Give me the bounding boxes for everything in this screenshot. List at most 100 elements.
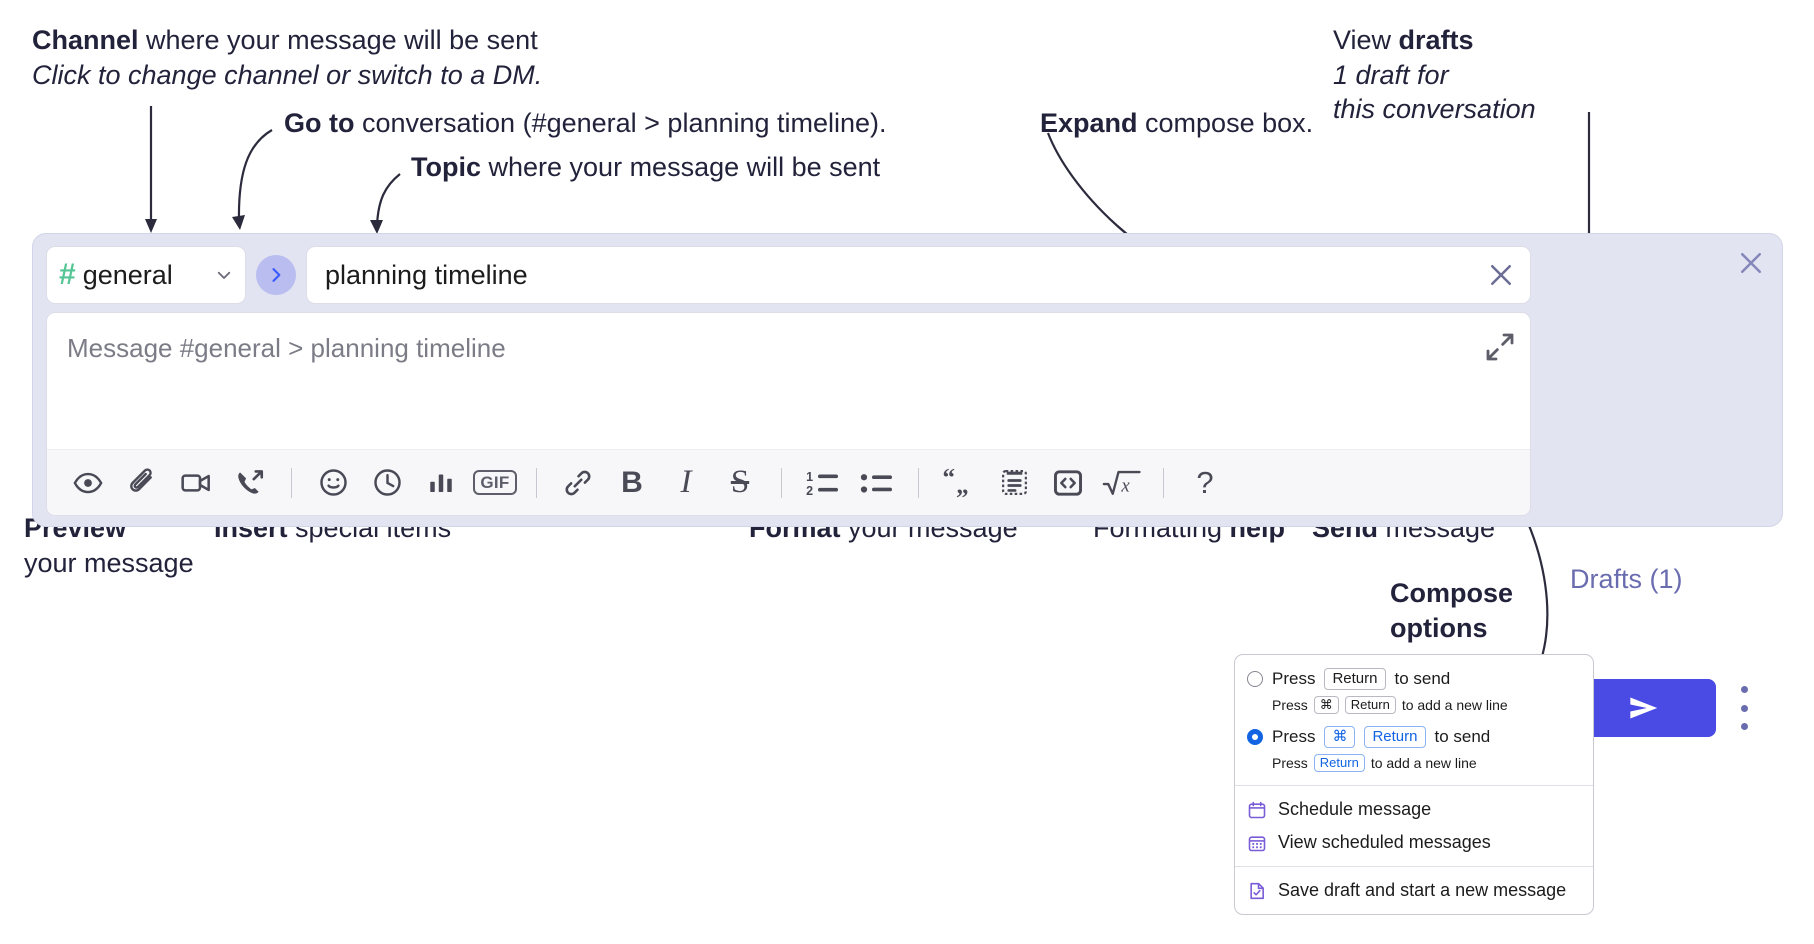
emoji-button[interactable] [306,456,360,510]
gif-button[interactable]: GIF [468,456,522,510]
preview-button[interactable] [61,456,115,510]
annotation-preview-line2: your message [24,547,194,578]
send-shortcut-option-return[interactable]: Press Return to send [1235,666,1593,692]
chevron-right-icon [272,268,281,282]
menu-item-schedule-message[interactable]: Schedule message [1235,793,1593,826]
key-command: ⌘ [1324,725,1356,749]
option-label-pre: Press [1272,669,1316,688]
bold-button[interactable]: B [605,456,659,510]
preview-icon [73,472,103,493]
send-shortcut-option-cmd-return[interactable]: Press ⌘ Return to send [1235,724,1593,750]
message-compose-area[interactable]: Message #general > planning timeline [46,312,1531,516]
clear-topic-button[interactable] [1486,260,1516,290]
key-return: Return [1324,667,1386,691]
help-icon: ? [1196,465,1214,500]
bulleted-list-button[interactable] [850,456,904,510]
annotation-channel-rest: where your message will be sent [138,25,538,55]
code-icon [1053,469,1082,496]
ordered-list-icon: 1 2 [806,470,838,497]
menu-item-label: Save draft and start a new message [1278,880,1567,900]
chevron-down-icon [217,271,231,279]
reminder-button[interactable] [360,456,414,510]
menu-item-view-scheduled-messages[interactable]: View scheduled messages [1235,826,1593,859]
annotation-compose-options-l2: options [1390,612,1488,643]
more-options-icon [1740,723,1748,730]
annotation-goto-rest: conversation (#general > planning timeli… [354,108,887,138]
ordered-list-button[interactable]: 1 2 [796,456,850,510]
toolbar-separator [536,467,537,498]
option-label-post: to send [1434,727,1491,746]
send-button[interactable] [1570,679,1716,737]
radio-button-selected[interactable] [1247,729,1263,745]
math-button[interactable]: x [1095,456,1149,510]
go-to-conversation-button[interactable] [256,255,296,295]
link-button[interactable] [551,456,605,510]
annotation-expand-bold: Expand [1040,108,1138,138]
gif-icon: GIF [473,470,517,495]
channel-selector-button[interactable]: # general [46,246,246,304]
bulleted-list-icon [860,473,892,493]
code-block-button[interactable] [987,456,1041,510]
poll-button[interactable] [414,456,468,510]
formatting-toolbar: GIF B I S [47,449,1530,515]
strikethrough-button[interactable]: S [713,456,767,510]
video-clip-button[interactable] [169,456,223,510]
close-icon [1491,265,1511,285]
channel-name-label: general [82,259,173,290]
expand-compose-button[interactable] [1484,331,1516,363]
drafts-link[interactable]: Drafts (1) [1570,564,1683,594]
key-return: Return [1313,753,1365,773]
attachment-icon [130,467,152,492]
annotation-drafts: View drafts 1 draft for this conversatio… [1333,23,1536,127]
compose-options-menu: Press Return to send Press ⌘ Return to a… [1234,654,1594,915]
formatting-help-button[interactable]: ? [1178,456,1232,510]
close-icon [1741,253,1761,273]
annotation-drafts-sub2: this conversation [1333,94,1536,125]
svg-text:“: “ [943,468,956,492]
toolbar-separator [781,467,782,498]
poll-icon [430,474,452,492]
svg-text:1: 1 [806,470,813,484]
close-compose-button[interactable] [1736,248,1766,278]
emoji-icon [319,469,347,496]
menu-divider [1235,866,1593,867]
send-paper-plane-icon [1630,697,1658,719]
more-options-icon [1740,686,1748,693]
calendar-grid-icon [1247,833,1267,853]
annotation-expand: Expand compose box. [1040,106,1313,141]
math-icon: x [1102,470,1141,496]
menu-item-label: View scheduled messages [1278,832,1491,852]
compose-box: # general planning timeline [32,233,1783,737]
key-command: ⌘ [1313,695,1339,715]
code-button[interactable] [1041,456,1095,510]
hint-post: to add a new line [1401,697,1508,713]
italic-button[interactable]: I [659,456,713,510]
annotation-goto-bold: Go to [284,108,355,138]
annotation-drafts-bold: drafts [1398,25,1474,55]
calendar-clock-icon [1247,800,1267,820]
annotation-topic-bold: Topic [411,152,481,182]
toolbar-separator [1163,467,1164,498]
compose-options-button[interactable] [1737,686,1751,730]
topic-input[interactable]: planning timeline [306,246,1531,304]
message-input-placeholder: Message #general > planning timeline [67,333,506,363]
blockquote-button[interactable]: “ „ [933,456,987,510]
conversation-selector-row: # general planning timeline [46,246,1531,304]
key-return: Return [1344,695,1396,715]
svg-text:„: „ [956,472,969,498]
key-return: Return [1364,725,1426,749]
menu-divider [1235,785,1593,786]
topic-value: planning timeline [325,259,528,290]
annotation-goto: Go to conversation (#general > planning … [284,106,887,141]
send-shortcut-option-cmd-return-hint: Press Return to add a new line [1235,750,1593,776]
svg-text:2: 2 [806,483,813,497]
hint-pre: Press [1272,755,1308,771]
attachment-button[interactable] [115,456,169,510]
toolbar-separator [291,467,292,498]
link-icon [565,470,591,495]
menu-item-save-draft[interactable]: Save draft and start a new message [1235,874,1593,907]
radio-button[interactable] [1247,671,1263,687]
toolbar-separator [918,467,919,498]
audio-clip-button[interactable] [223,456,277,510]
hint-pre: Press [1272,697,1308,713]
